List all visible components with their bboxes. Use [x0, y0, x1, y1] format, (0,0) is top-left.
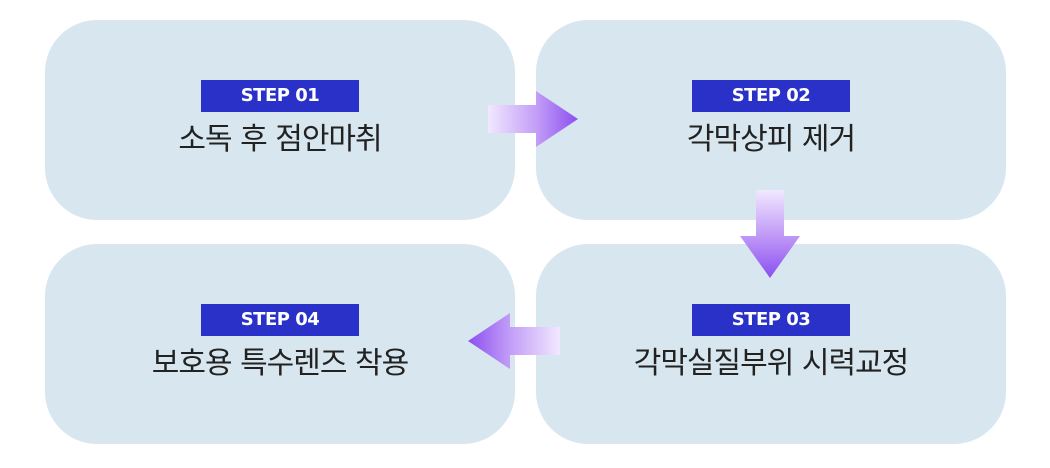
- step-badge-2: STEP 02: [692, 80, 850, 112]
- arrow-left-icon: [468, 313, 560, 369]
- step-badge-1: STEP 01: [201, 80, 359, 112]
- step-badge-3: STEP 03: [692, 304, 850, 336]
- step-title-3: 각막실질부위 시력교정: [633, 346, 910, 381]
- step-title-1: 소독 후 점안마취: [178, 122, 382, 157]
- step-card-2: STEP 02 각막상피 제거: [536, 20, 1006, 220]
- step-title-4: 보호용 특수렌즈 착용: [151, 346, 409, 381]
- step-title-2: 각막상피 제거: [686, 122, 856, 157]
- step-badge-4: STEP 04: [201, 304, 359, 336]
- step-card-4: STEP 04 보호용 특수렌즈 착용: [45, 244, 515, 444]
- arrow-right-icon: [488, 91, 578, 147]
- arrow-down-icon: [740, 190, 800, 278]
- step-card-3: STEP 03 각막실질부위 시력교정: [536, 244, 1006, 444]
- step-card-1: STEP 01 소독 후 점안마취: [45, 20, 515, 220]
